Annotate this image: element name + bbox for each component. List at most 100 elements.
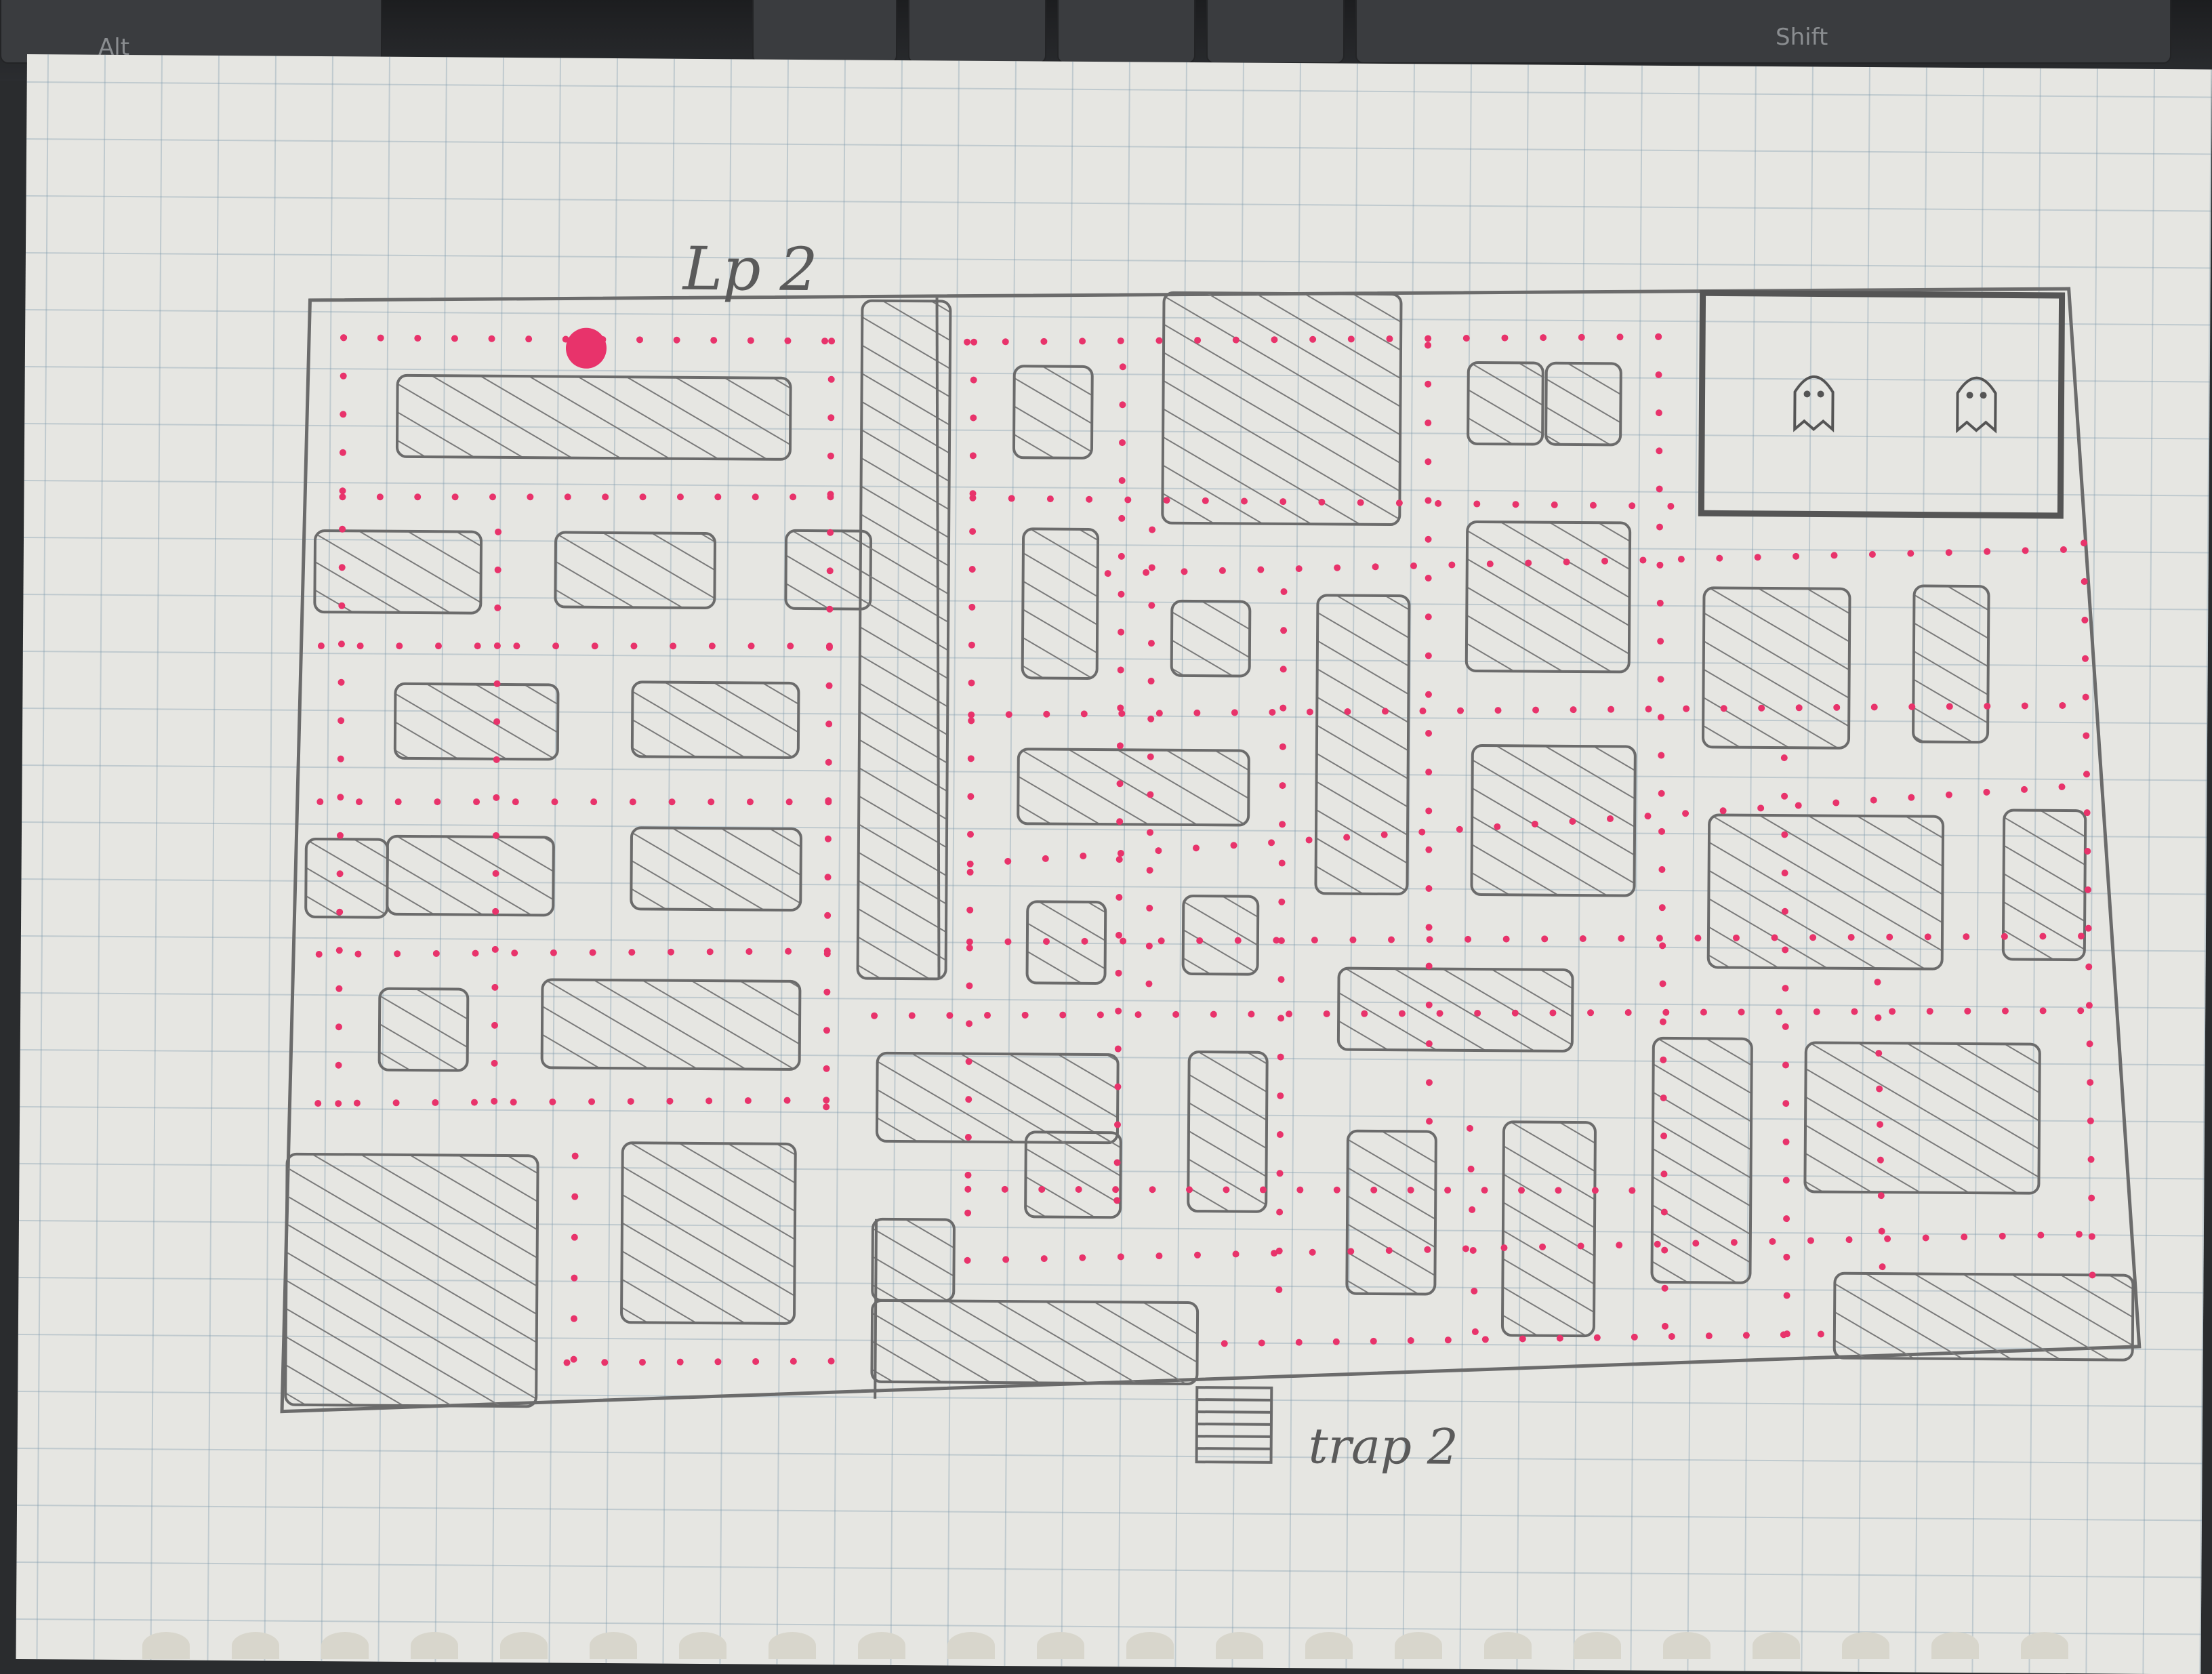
pellet — [1275, 1286, 1283, 1293]
wall-block — [284, 1152, 539, 1408]
notebook-binding-holes — [0, 1612, 2212, 1659]
pellet — [1757, 804, 1765, 812]
pellet — [1591, 1187, 1599, 1194]
pellet — [676, 1358, 684, 1366]
pellet — [2039, 933, 2047, 940]
pellet — [1124, 496, 1132, 504]
pellet — [1425, 458, 1432, 466]
pellet — [1922, 1234, 1929, 1242]
keyboard: Alt Shift — [0, 0, 2212, 81]
pellet — [1742, 1332, 1750, 1339]
pellet — [752, 1357, 760, 1365]
pellet — [511, 950, 518, 957]
pellet — [1551, 501, 1558, 508]
pellet — [1471, 1328, 1479, 1335]
pellet — [783, 1097, 791, 1104]
pellet — [1119, 439, 1126, 447]
pellet — [1269, 708, 1276, 716]
pellet — [1494, 707, 1502, 714]
pellet — [1519, 1335, 1526, 1343]
pellet — [473, 798, 480, 806]
pellet — [1532, 706, 1540, 714]
pellet — [1875, 1014, 1882, 1021]
pellet — [827, 491, 834, 498]
pellet — [1587, 1009, 1595, 1017]
pellet — [591, 642, 598, 650]
pellet — [1462, 1245, 1469, 1252]
pellet — [747, 642, 755, 650]
pellet — [826, 567, 834, 575]
pellet — [969, 490, 977, 497]
pellet — [1118, 590, 1125, 598]
pellet — [747, 337, 754, 344]
pellet — [1877, 1156, 1884, 1164]
pellet — [1425, 342, 1432, 349]
pellet — [2081, 616, 2089, 624]
pellet — [1659, 942, 1666, 950]
pellet — [1656, 935, 1663, 942]
pellet — [1667, 502, 1675, 510]
pellet — [964, 1185, 972, 1193]
pellet — [1655, 409, 1662, 417]
pellet — [492, 870, 499, 877]
pellet — [414, 493, 422, 501]
pellet — [1114, 1083, 1122, 1090]
pellet — [1644, 813, 1652, 820]
binding-hole — [1753, 1632, 1800, 1659]
pellet — [1813, 1008, 1820, 1015]
pellet — [1435, 499, 1442, 507]
pellet — [966, 868, 974, 876]
pellet — [549, 1098, 556, 1105]
pellet — [1474, 1009, 1481, 1017]
pellet — [670, 642, 677, 650]
pellet — [824, 835, 832, 842]
pellet — [1511, 1009, 1519, 1017]
pellet — [628, 949, 636, 956]
pellet — [666, 1097, 674, 1105]
pellet — [714, 1358, 722, 1366]
pellet — [1469, 1206, 1476, 1213]
pellet — [1271, 336, 1278, 344]
pellet — [1046, 495, 1054, 503]
pellet — [1147, 677, 1155, 685]
pellet — [1525, 559, 1532, 567]
pellet — [1370, 1337, 1377, 1345]
stair-label: trap 2 — [1308, 1417, 1458, 1475]
pellet — [1286, 1010, 1293, 1018]
pellet — [1118, 477, 1126, 485]
pellet — [1425, 652, 1432, 659]
pellet — [340, 372, 347, 380]
pellet — [1425, 497, 1432, 504]
pellet — [1577, 1242, 1584, 1250]
pellet — [1870, 703, 1878, 711]
pellet — [1879, 1263, 1886, 1271]
pellet — [1002, 338, 1009, 346]
wall-block — [1832, 1271, 2135, 1362]
pellet — [676, 493, 684, 501]
pellet — [2086, 1040, 2093, 1048]
pellet — [1607, 706, 1615, 713]
pellet — [790, 1357, 797, 1365]
pellet — [1305, 836, 1313, 844]
pellet — [1042, 855, 1049, 862]
pellet — [1782, 946, 1789, 954]
pellet — [1847, 933, 1855, 941]
pellet — [491, 945, 499, 953]
pellet — [1295, 1339, 1303, 1346]
pellet — [1769, 1238, 1776, 1245]
pellet — [673, 336, 680, 344]
pellet — [377, 334, 384, 342]
wall-block — [1706, 813, 1945, 971]
pellet — [966, 1020, 973, 1027]
pellet — [1809, 934, 1817, 941]
pellet — [1660, 1208, 1668, 1216]
pellet — [1134, 1011, 1142, 1019]
pellet — [1202, 497, 1209, 504]
pellet — [1875, 1050, 1883, 1057]
pellet — [1945, 549, 1952, 556]
pellet — [525, 335, 533, 343]
pellet — [710, 337, 718, 344]
pellet — [964, 1209, 972, 1217]
pellet — [1657, 714, 1664, 721]
pellet — [1147, 715, 1155, 722]
